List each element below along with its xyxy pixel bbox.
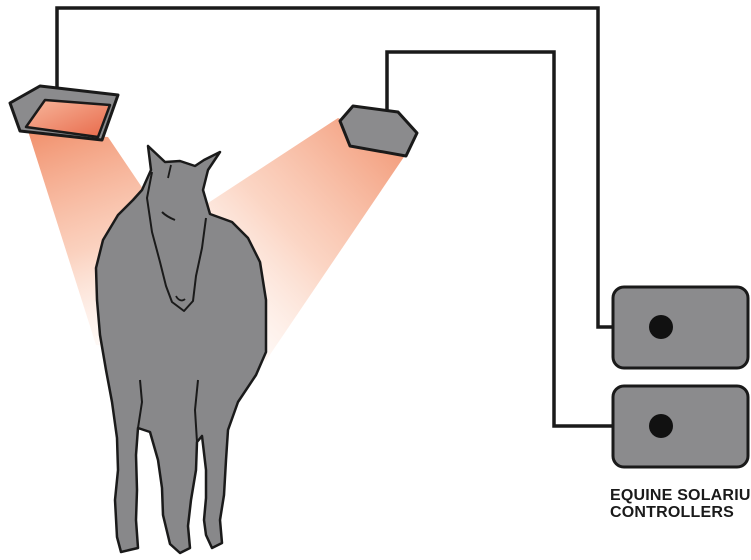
- cable-to-upper-controller: [55, 6, 614, 329]
- lower-controller-box: [611, 384, 750, 469]
- cable-to-lower-controller: [385, 50, 614, 428]
- caption-line-1: EQUINE SOLARIUM: [610, 487, 751, 504]
- lower-controller-indicator: [649, 414, 673, 438]
- controllers-caption: EQUINE SOLARIUM CONTROLLERS: [610, 487, 751, 521]
- upper-controller-box: [611, 285, 750, 370]
- left-heat-lamp-icon: [8, 84, 120, 142]
- horse-silhouette-icon: [94, 144, 268, 555]
- caption-line-2: CONTROLLERS: [610, 504, 734, 521]
- right-heat-lamp-icon: [338, 104, 419, 158]
- upper-controller-indicator: [649, 315, 673, 339]
